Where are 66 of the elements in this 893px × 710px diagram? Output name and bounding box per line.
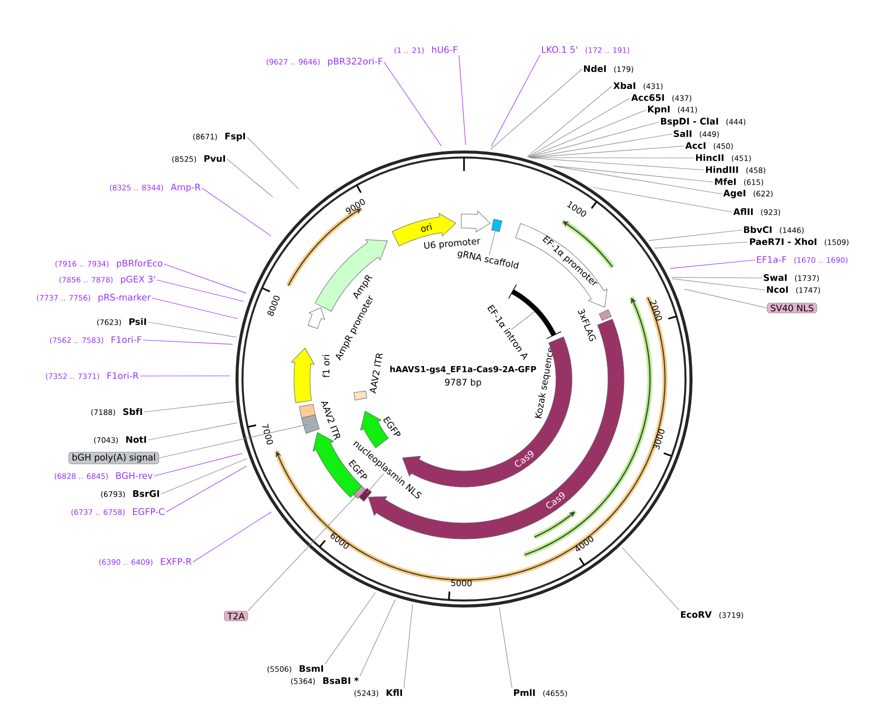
leader-line: [528, 122, 660, 158]
leader-line: [148, 422, 238, 440]
feature-block: [299, 404, 316, 418]
leader-line: [528, 98, 630, 158]
leader-line: [202, 188, 272, 236]
feature-label: AAV2 ITR: [320, 402, 340, 440]
leader-line: [142, 340, 233, 345]
leader-line: [156, 280, 244, 302]
leader-line: [671, 277, 762, 278]
feature-label: Kozak sequence: [534, 348, 554, 418]
leader-line: [404, 604, 413, 688]
feature-label: AAV2 ITR: [370, 354, 383, 394]
leader-line: [148, 322, 238, 338]
leader-line: [154, 453, 242, 476]
feature-block: [491, 218, 502, 232]
feature-label: f1 ori: [322, 355, 330, 378]
leader-line: [530, 146, 684, 158]
leader-line: [192, 512, 272, 562]
leader-line: [160, 458, 248, 494]
leader-line: [158, 424, 309, 458]
leader-line: [360, 599, 396, 676]
leader-line: [498, 607, 512, 688]
leader-line: [526, 86, 612, 158]
leader-line: [672, 278, 766, 290]
tick-label: 8000: [268, 296, 280, 316]
leader-line: [324, 592, 376, 664]
leader-line: [670, 260, 756, 269]
leader-line: [684, 288, 768, 308]
leader-line: [488, 226, 497, 256]
leader-line: [648, 230, 742, 241]
feature-block: [353, 486, 366, 499]
feature-block: [358, 488, 372, 502]
leader-line: [592, 187, 732, 212]
tick-label: 5000: [451, 580, 472, 586]
leader-line: [529, 134, 672, 158]
leader-line: [144, 401, 234, 412]
leader-line: [622, 547, 680, 610]
leader-line: [528, 110, 646, 158]
leader-line: [530, 158, 704, 170]
leader-line: [554, 166, 722, 194]
leader-line: [152, 298, 238, 320]
feature-tag: bGH poly(A) signal: [68, 452, 159, 464]
leader-line: [458, 54, 466, 146]
leader-line: [552, 165, 714, 182]
leader-line: [248, 494, 358, 612]
leader-line: [384, 62, 442, 146]
leader-line: [530, 157, 694, 158]
feature-segment: [460, 210, 490, 232]
feature-tag: SV40 NLS: [767, 302, 818, 314]
leader-line: [490, 68, 582, 150]
tick-label: 3000: [653, 429, 664, 450]
leader-line: [511, 311, 536, 330]
leader-line: [246, 136, 299, 190]
leader-line: [226, 158, 274, 198]
tick-label: 2000: [650, 300, 662, 321]
leader-line: [654, 242, 748, 248]
tick-label: 7000: [262, 424, 273, 444]
feature-block: [354, 390, 368, 400]
leader-line: [366, 474, 384, 494]
leader-line: [166, 466, 248, 512]
sequence-length: 9787 bp: [444, 378, 482, 388]
leader-line: [490, 54, 540, 147]
feature-segment: [308, 307, 325, 329]
leader-line: [164, 264, 247, 294]
feature-block: [301, 414, 320, 434]
feature-tag: T2A: [224, 610, 248, 622]
